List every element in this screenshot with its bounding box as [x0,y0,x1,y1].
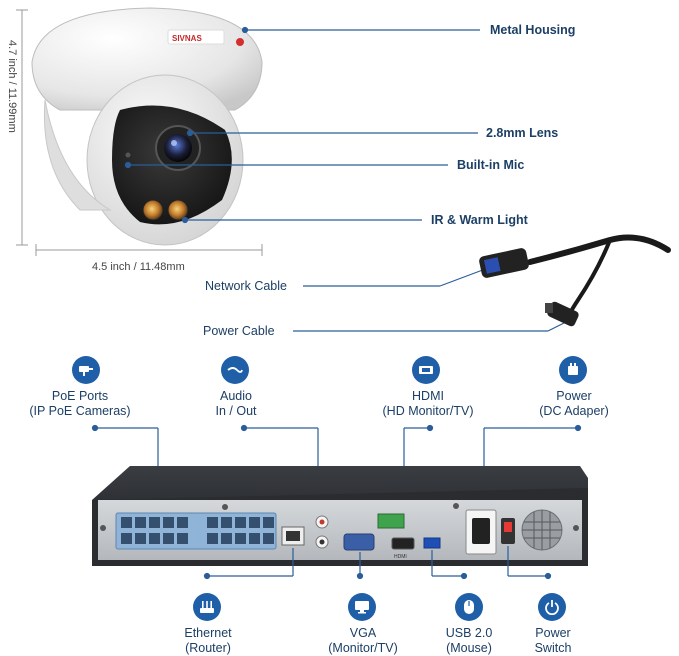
callout-lens: 2.8mm Lens [486,126,559,140]
brand-text: SIVNAS [172,34,202,43]
callout-metal-housing: Metal Housing [490,23,576,37]
label-hdmi: HDMI (HD Monitor/TV) [382,389,474,418]
poe-port-grid [121,517,274,544]
callout-ir-warm-light: IR & Warm Light [431,213,528,227]
power-icon [538,593,566,621]
hdmi-icon [412,356,440,384]
cable-assembly [479,234,671,327]
nvr-bottom-callouts [203,546,552,580]
label-poe-ports: PoE Ports (IP PoE Cameras) [29,389,131,418]
callout-built-in-mic: Built-in Mic [457,158,525,172]
nvr-recorder [92,466,588,566]
label-vga: VGA (Monitor/TV) [328,626,398,655]
dome-camera: SIVNAS [31,7,263,246]
camera-icon [72,356,100,384]
camera-width-dimension: 4.5 inch / 11.48mm [92,261,185,273]
callout-power-cable: Power Cable [203,324,275,338]
mouse-icon [455,593,483,621]
label-power-switch: Power Switch [534,626,572,655]
label-audio: Audio In / Out [215,389,257,418]
label-power-dc: Power (DC Adaper) [539,389,609,418]
monitor-icon [348,593,376,621]
dimension-lines [16,9,263,256]
router-icon [193,593,221,621]
power-adapter-icon [559,356,587,384]
hdmi-port-label: HDMI [394,554,407,560]
camera-height-dimension: 4.7 inch / 11.99mm [6,40,18,133]
brand-logo: SIVNAS [167,29,244,46]
label-usb: USB 2.0 (Mouse) [445,626,493,655]
audio-cable-icon [221,356,249,384]
label-ethernet: Ethernet (Router) [184,626,232,655]
callout-network-cable: Network Cable [205,279,287,293]
